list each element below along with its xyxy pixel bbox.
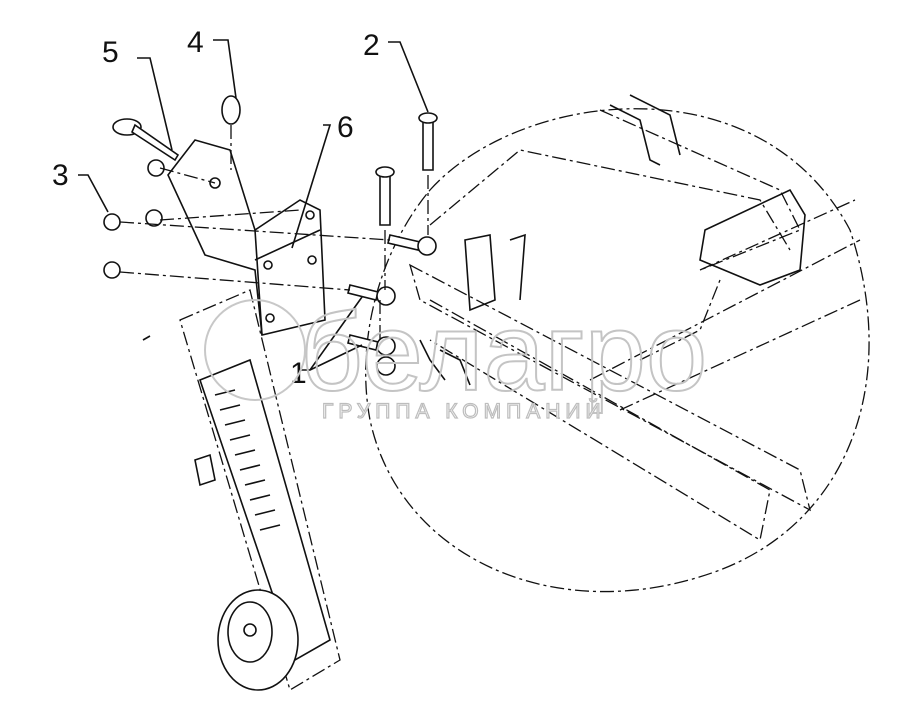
assembly-lines	[119, 125, 429, 340]
frame-beams	[408, 94, 861, 542]
callout-5: 5	[102, 36, 119, 69]
watermark-brand: белагро	[300, 291, 707, 414]
part-pin	[112, 118, 180, 162]
callout-4: 4	[187, 26, 204, 59]
part-ring	[221, 95, 241, 125]
left-arm	[142, 289, 341, 691]
leader-lines	[78, 39, 429, 371]
part-eye-bolts	[347, 234, 437, 356]
callout-6: 6	[337, 111, 354, 144]
watermark-subtitle: ГРУППА КОМПАНИЙ	[322, 399, 606, 423]
wheel-hub	[217, 589, 299, 691]
callout-3: 3	[52, 159, 69, 192]
callout-2: 2	[363, 29, 380, 62]
watermark: белагро ГРУППА КОМПАНИЙ	[204, 290, 708, 424]
detail-circle	[365, 108, 870, 593]
spring-coils	[214, 389, 281, 531]
part-bolts	[375, 112, 438, 226]
